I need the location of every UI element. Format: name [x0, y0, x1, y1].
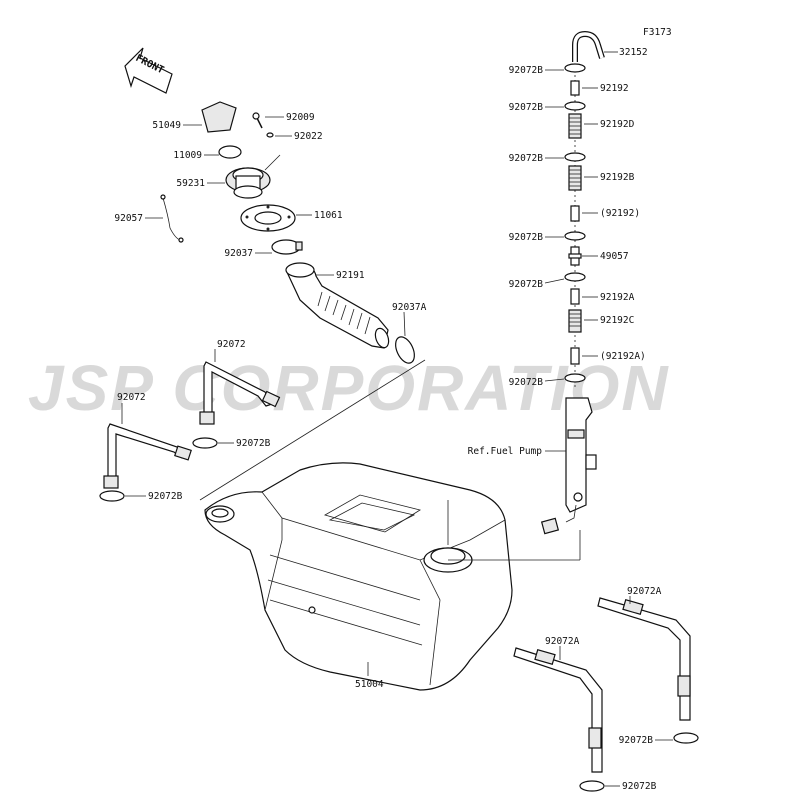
fuel-tank-body: 51004 [204, 462, 581, 691]
label-11061: 11061 [314, 210, 343, 221]
label-59231: 59231 [176, 178, 205, 189]
left-straps: 92072 92072 92072B 92072B [99, 339, 281, 502]
label-92072a-upper: 92072A [627, 586, 662, 597]
label-92022: 92022 [294, 131, 323, 142]
label-92037: 92037 [224, 248, 253, 259]
label-ref-fuel-pump: Ref.Fuel Pump [468, 446, 543, 457]
label-51004: 51004 [355, 679, 384, 690]
label-51049: 51049 [152, 120, 181, 131]
label-92072b-10: 92072B [622, 781, 657, 792]
label-92192a: 92192A [600, 292, 635, 303]
label-11009: 11009 [173, 150, 202, 161]
label-92009: 92009 [286, 112, 315, 123]
label-92192a-paren: (92192A) [600, 351, 646, 362]
label-92192b: 92192B [600, 172, 635, 183]
label-92192-paren: (92192) [600, 208, 640, 219]
label-92037a: 92037A [392, 302, 427, 313]
label-92192c: 92192C [600, 315, 634, 326]
filler-hose: 92191 [285, 262, 390, 349]
label-92191: 92191 [336, 270, 365, 281]
front-direction-arrow: FRONT [124, 47, 173, 94]
label-92072b-7: 92072B [236, 438, 271, 449]
label-92072b-9: 92072B [619, 735, 654, 746]
label-92192: 92192 [600, 83, 629, 94]
pump-hose-stack: 32152 92072B 92192 92072B 92192D 92072B [509, 30, 648, 390]
fuel-pump-reference: Ref.Fuel Pump [468, 397, 597, 535]
label-92072b-6: 92072B [509, 377, 544, 388]
label-92192d: 92192D [600, 119, 635, 130]
right-straps: 92072A 92072A 92072B 92072B [513, 586, 699, 792]
label-92072b-8: 92072B [148, 491, 183, 502]
label-32152: 32152 [619, 47, 648, 58]
label-92072-lower: 92072 [117, 392, 146, 403]
label-92072b-3: 92072B [509, 153, 544, 164]
label-92072a-lower: 92072A [545, 636, 580, 647]
label-92072-upper: 92072 [217, 339, 246, 350]
watermark-text: JSP CORPORATION [28, 352, 670, 424]
label-92072b-5: 92072B [509, 279, 544, 290]
figure-code: F3173 [643, 27, 672, 38]
label-92072b-4: 92072B [509, 232, 544, 243]
filler-assembly: 51049 92009 92022 11009 59231 11061 [114, 101, 427, 501]
label-92057: 92057 [114, 213, 143, 224]
label-92072b-1: 92072B [509, 65, 544, 76]
label-49057: 49057 [600, 251, 629, 262]
label-92072b-2: 92072B [509, 102, 544, 113]
